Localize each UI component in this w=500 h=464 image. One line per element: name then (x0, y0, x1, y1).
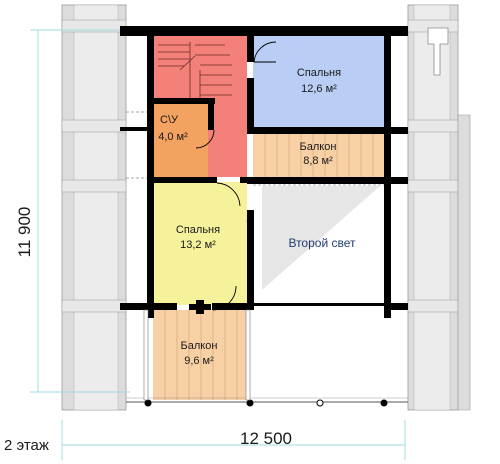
doors (195, 41, 277, 311)
right-log-facade (407, 4, 471, 411)
bedroom-mid-area: 13,2 м² (180, 239, 216, 251)
walls (120, 26, 408, 318)
second-light-opening (262, 186, 380, 290)
balcony-top-area: 8,8 м² (303, 155, 333, 167)
balcony-bottom-area: 9,6 м² (184, 355, 214, 367)
balcony-top-name: Балкон (300, 141, 337, 153)
bathroom-area: 4,0 м² (158, 131, 188, 143)
balcony-top-fill (253, 133, 384, 177)
left-log-facade (61, 4, 127, 411)
second-light-name: Второй свет (288, 236, 356, 250)
bedroom-mid-fill (153, 182, 247, 305)
balcony-top-hatch (264, 133, 374, 177)
height-dimension: 11 900 (15, 207, 34, 258)
bedroom-top-area: 12,6 м² (301, 83, 337, 95)
bedroom-top-fill (253, 36, 384, 127)
balcony-bottom-name: Балкон (181, 340, 218, 352)
bedroom-top-name: Спальня (297, 67, 341, 79)
bathroom-name: С\У (160, 114, 179, 126)
grid-lines (30, 29, 406, 460)
width-dimension: 12 500 (240, 429, 292, 448)
bathroom-fill (153, 104, 208, 177)
staircase (158, 42, 232, 100)
balcony-bottom-hatch (164, 310, 238, 400)
floor-label: 2 этаж (4, 437, 49, 454)
balcony-bottom-fill (153, 310, 247, 400)
bedroom-mid-name: Спальня (176, 224, 220, 236)
bottom-railing (126, 309, 408, 407)
